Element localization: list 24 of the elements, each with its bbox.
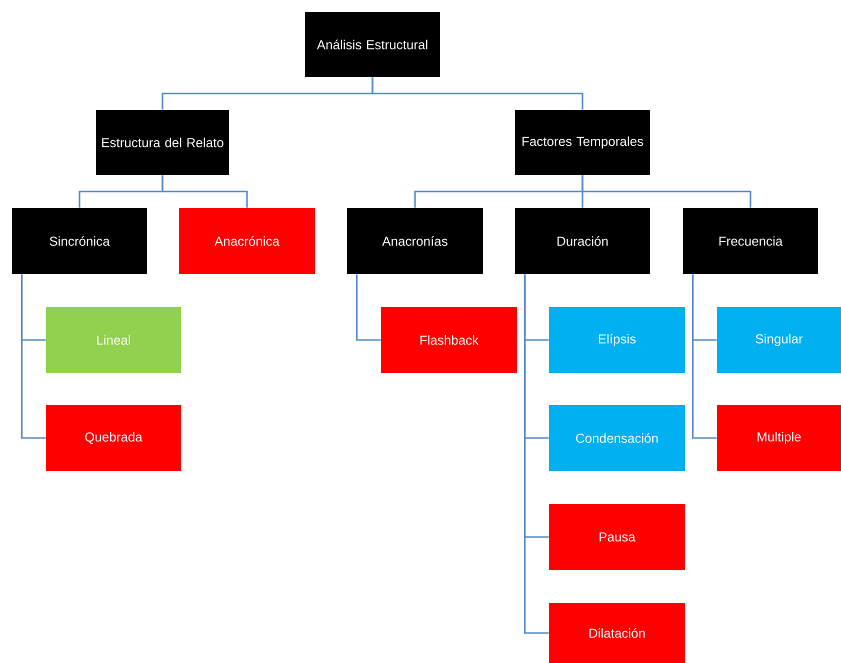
process-box: Multiple [717,405,841,471]
process-box: Estructura del Relato [96,110,229,175]
connector-line [372,77,584,110]
process-box: Condensación [549,405,685,471]
connector-line [162,175,248,208]
process-box: Anacrónica [179,208,315,274]
process-box: Quebrada [46,405,181,471]
connector-line [524,274,549,634]
connector-line [21,274,46,439]
process-box: Pausa [549,504,685,570]
process-box: Dilatación [549,603,685,663]
process-box: Análisis Estructural [305,12,440,77]
process-box: Lineal [46,307,181,373]
process-box: Sincrónica [12,208,147,274]
process-box: Anacronías [347,208,483,274]
process-box: Factores Temporales [515,110,650,175]
process-box: Duración [515,208,650,274]
connector-line [582,175,752,208]
process-box: Singular [717,307,841,373]
process-box: Elípsis [549,307,685,373]
process-box: Frecuencia [683,208,818,274]
process-box: Flashback [381,307,517,373]
connector-line [692,274,717,439]
connector-line [356,274,381,341]
